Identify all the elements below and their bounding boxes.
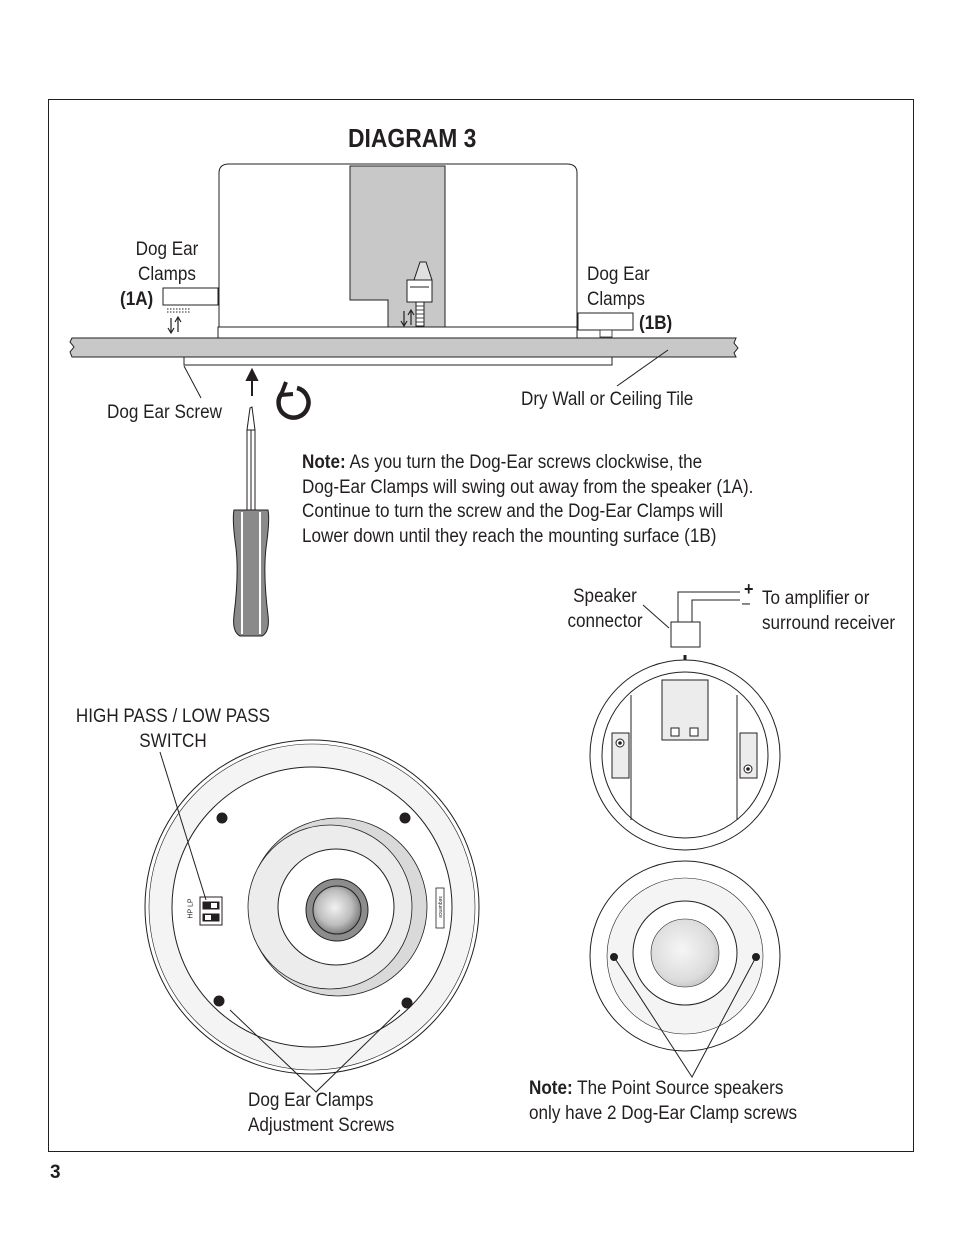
- note-line: only have 2 Dog-Ear Clamp screws: [529, 1102, 798, 1124]
- rotate-clockwise-icon: [276, 381, 311, 420]
- label-to-amplifier: To amplifier or surround receiver: [762, 586, 895, 636]
- drywall-section: [69, 329, 739, 366]
- label-high-low-switch: HIGH PASS / LOW PASS SWITCH: [70, 704, 277, 754]
- label-line: Speaker: [573, 586, 637, 607]
- label-line: Clamps: [587, 289, 645, 310]
- screwdriver-icon: [232, 406, 270, 637]
- note-line: Lower down until they reach the mounting…: [302, 525, 717, 547]
- minus-sign: –: [742, 595, 751, 612]
- dog-ear-clamp-1a: [162, 287, 219, 335]
- point-source-speaker-front: [589, 860, 781, 1078]
- plus-sign: +: [744, 579, 754, 599]
- switch-marking: HP LP: [187, 898, 195, 919]
- label-dog-ear-clamps-left: Dog Ear Clamps: [127, 237, 208, 287]
- label-speaker-connector: Speaker connector: [565, 584, 646, 634]
- note-point-source: Note: The Point Source speakers only hav…: [529, 1077, 797, 1126]
- leader-lines: [183, 349, 669, 399]
- tag-1a: (1A): [120, 289, 154, 310]
- label-line: SWITCH: [139, 731, 207, 752]
- page-number: 3: [50, 1162, 61, 1183]
- tag-1b: (1B): [639, 313, 673, 334]
- label-line: Adjustment Screws: [248, 1115, 395, 1136]
- brand-marking: sequence: [437, 896, 443, 918]
- label-line: HIGH PASS / LOW PASS: [75, 706, 271, 727]
- note-line: As you turn the Dog-Ear screws clockwise…: [345, 452, 703, 473]
- note-line: Continue to turn the screw and the Dog-E…: [302, 501, 724, 522]
- leader-lines-front: [159, 751, 401, 1093]
- note-prefix: Note:: [302, 452, 346, 473]
- label-line: surround receiver: [762, 613, 896, 634]
- label-dry-wall: Dry Wall or Ceiling Tile: [521, 389, 694, 410]
- up-arrow-icon: [245, 367, 259, 396]
- label-dog-ear-screw: Dog Ear Screw: [107, 402, 223, 423]
- label-dog-ear-adjust: Dog Ear Clamps Adjustment Screws: [248, 1088, 394, 1138]
- note-prefix: Note:: [529, 1078, 573, 1099]
- label-line: connector: [567, 611, 643, 632]
- diagram-title: DIAGRAM 3: [348, 123, 477, 153]
- label-line: Dog Ear: [587, 264, 650, 285]
- diagram-frame: [48, 99, 914, 1152]
- note-line: Dog-Ear Clamps will swing out away from …: [302, 476, 754, 498]
- label-line: Dog Ear: [135, 239, 199, 260]
- dog-ear-clamp-1b: [577, 312, 634, 331]
- label-dog-ear-clamps-right: Dog Ear Clamps: [587, 262, 650, 312]
- label-line: Dog Ear Clamps: [248, 1090, 374, 1111]
- note-main: Note: As you turn the Dog-Ear screws clo…: [302, 451, 753, 549]
- speaker-housing-side-view: [217, 163, 578, 339]
- label-line: To amplifier or: [762, 588, 870, 609]
- note-line: The Point Source speakers: [572, 1078, 784, 1099]
- up-down-arrows-icon: [400, 308, 415, 328]
- speaker-rear-view: [589, 659, 781, 851]
- speaker-front-view: [144, 739, 480, 1075]
- up-down-arrows-icon: [167, 315, 182, 335]
- label-line: Clamps: [138, 264, 196, 285]
